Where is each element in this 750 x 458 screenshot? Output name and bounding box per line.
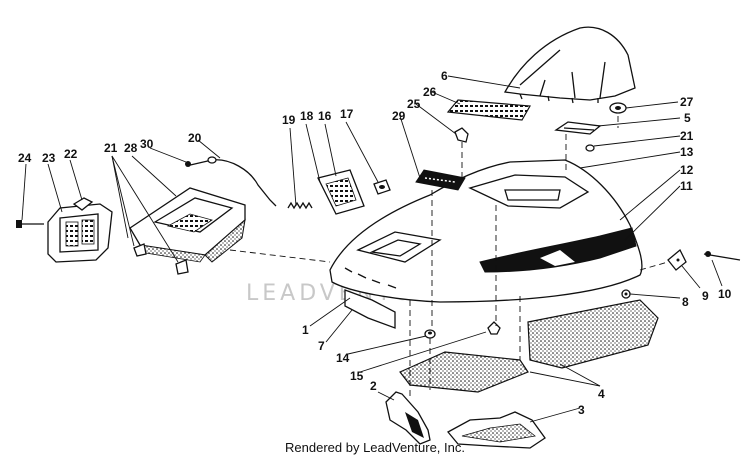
callout-24: 24 — [18, 151, 32, 165]
credit-text: Rendered by LeadVenture, Inc. — [285, 440, 465, 455]
hood-body — [329, 159, 643, 303]
leader-lines — [21, 75, 723, 423]
callout-5: 5 — [684, 111, 691, 125]
callout-21-right: 21 — [680, 129, 694, 143]
screw-21-right — [585, 144, 595, 152]
callout-16: 16 — [318, 109, 332, 123]
screw-24 — [16, 220, 44, 228]
hood-skirt — [344, 289, 396, 329]
callout-8: 8 — [682, 295, 689, 309]
callout-13: 13 — [680, 145, 694, 159]
bucket-clip-21b — [175, 259, 189, 275]
assembly-guide-lines — [229, 116, 669, 400]
heat-shield-side — [527, 299, 659, 369]
callout-17: 17 — [340, 107, 354, 121]
vent-grille — [446, 99, 531, 121]
grommet-27 — [609, 102, 627, 114]
callout-21-left: 21 — [104, 141, 118, 155]
adjuster-cable — [185, 156, 277, 207]
callout-19: 19 — [282, 113, 296, 127]
callout-11: 11 — [680, 179, 693, 193]
lens-plate — [317, 169, 365, 215]
callout-6: 6 — [441, 69, 448, 83]
headlight-bucket — [129, 187, 246, 263]
callout-20: 20 — [188, 131, 202, 145]
spring-19 — [287, 201, 313, 210]
trim-plate — [554, 121, 602, 135]
callout-numbers: 6 26 25 27 29 5 21 13 12 11 8 9 10 1 7 1… — [18, 69, 732, 417]
callout-10: 10 — [718, 287, 732, 301]
antenna-rod-10 — [703, 251, 741, 261]
callout-29: 29 — [392, 109, 406, 123]
emblem-strip — [415, 169, 466, 191]
callout-18: 18 — [300, 109, 314, 123]
callout-25: 25 — [407, 97, 421, 111]
callout-4: 4 — [598, 387, 605, 401]
nut-8 — [621, 289, 631, 299]
clip-25 — [454, 127, 469, 143]
rear-panel — [446, 411, 546, 449]
callout-12: 12 — [680, 163, 694, 177]
callout-26: 26 — [423, 85, 437, 99]
callout-7: 7 — [318, 339, 325, 353]
callout-23: 23 — [42, 151, 56, 165]
callout-2: 2 — [370, 379, 377, 393]
hinge-9 — [667, 248, 687, 271]
windshield — [503, 26, 636, 104]
grommet-15 — [487, 321, 501, 335]
grommet-14 — [424, 329, 436, 339]
callout-1: 1 — [302, 323, 309, 337]
callout-22: 22 — [64, 147, 78, 161]
callout-14: 14 — [336, 351, 350, 365]
headlight-assembly — [47, 197, 113, 263]
callout-9: 9 — [702, 289, 709, 303]
hood-bracket — [385, 391, 431, 445]
callout-3: 3 — [578, 403, 585, 417]
bucket-clip-21a — [133, 243, 147, 257]
heat-shield-lower — [399, 351, 529, 393]
callout-27: 27 — [680, 95, 694, 109]
callout-28: 28 — [124, 141, 138, 155]
callout-30: 30 — [140, 137, 154, 151]
bulb-17 — [373, 179, 391, 195]
callout-15: 15 — [350, 369, 364, 383]
